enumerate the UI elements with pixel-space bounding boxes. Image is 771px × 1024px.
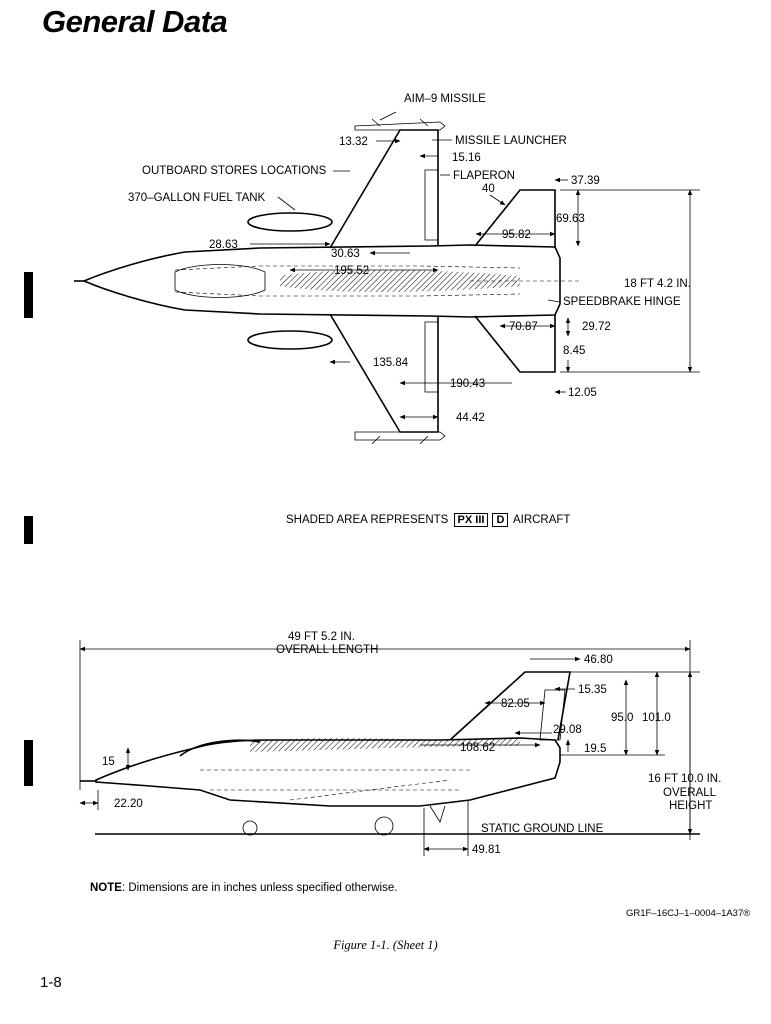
label-height: HEIGHT <box>669 800 712 812</box>
label-length-ft: 49 FT 5.2 IN. <box>288 631 355 643</box>
side-view: 49 FT 5.2 IN. OVERALL LENGTH 16 FT 10.0 … <box>79 631 721 856</box>
plan-hidden-lines <box>174 265 521 297</box>
dim-46-80: 46.80 <box>584 654 613 666</box>
dim-15-16: 15.16 <box>452 152 481 164</box>
registered-mark: ® <box>743 908 751 919</box>
plan-fuselage-outline <box>81 244 561 318</box>
dim-70-87: 70.87 <box>509 321 538 333</box>
dim-49-81: 49.81 <box>472 844 501 856</box>
dim-37-39: 37.39 <box>571 175 600 187</box>
dim-8-45: 8.45 <box>563 345 585 357</box>
change-bar <box>24 272 33 318</box>
label-overall-length: OVERALL LENGTH <box>276 644 378 656</box>
plan-canopy <box>174 264 266 298</box>
figure-caption: Figure 1-1. (Sheet 1) <box>333 938 438 952</box>
dim-13-32: 13.32 <box>339 136 368 148</box>
dim-15: 15 <box>102 756 115 768</box>
page-number: 1-8 <box>40 974 62 991</box>
label-missile-launcher: MISSILE LAUNCHER <box>455 135 567 147</box>
dim-195-52: 195.52 <box>334 265 369 277</box>
shaded-note-suffix: AIRCRAFT <box>512 514 571 526</box>
figure-code: GR1F–16CJ–1–0004–1A37® <box>626 908 750 919</box>
dim-190-43: 190.43 <box>450 378 485 390</box>
plan-stabilizer-upper <box>474 189 556 247</box>
nose-wheel <box>242 820 258 836</box>
note-line: NOTE: Dimensions are in inches unless sp… <box>90 882 397 894</box>
dim-135-84: 135.84 <box>373 357 409 369</box>
label-span: 18 FT 4.2 IN. <box>624 278 691 290</box>
leader-speedbrake <box>547 299 561 303</box>
dim-101-0: 101.0 <box>642 712 671 724</box>
side-fuselage-outline <box>95 737 561 807</box>
aim9-missile-upper <box>354 118 446 131</box>
label-aim9-missile: AIM–9 MISSILE <box>404 93 486 105</box>
label-static-ground-line: STATIC GROUND LINE <box>481 823 604 835</box>
plan-shaded-area <box>280 270 520 292</box>
side-canopy <box>179 739 261 757</box>
shaded-note-prefix: SHADED AREA REPRESENTS <box>286 514 449 526</box>
label-outboard-stores: OUTBOARD STORES LOCATIONS <box>142 165 327 177</box>
dim-15-35: 15.35 <box>578 684 607 696</box>
dim-12-05: 12.05 <box>568 387 597 399</box>
dim-28-63: 28.63 <box>209 239 238 251</box>
dim-44-42: 44.42 <box>456 412 485 424</box>
dim-40: 40 <box>482 183 495 195</box>
figure-code-text: GR1F–16CJ–1–0004–1A37 <box>626 908 744 919</box>
leader-aim9 <box>379 111 397 121</box>
note-text: : Dimensions are in inches unless specif… <box>121 882 398 894</box>
label-height-ft: 16 FT 10.0 IN. <box>648 773 721 785</box>
dim-30-63: 30.63 <box>331 248 360 260</box>
note-label: NOTE <box>90 882 122 894</box>
main-wheel <box>374 816 394 836</box>
leader-fuel-tank <box>277 196 296 211</box>
dim-40-line <box>489 194 506 206</box>
fuel-tank-lower <box>247 330 333 350</box>
label-overall: OVERALL <box>663 787 717 799</box>
ventral-fin <box>429 805 446 823</box>
shaded-note-box-px3: PX III <box>453 513 489 527</box>
fuel-tank-upper <box>247 212 333 232</box>
dim-22-20: 22.20 <box>114 798 143 810</box>
page-title: General Data <box>42 4 228 39</box>
side-shaded-area <box>250 738 520 752</box>
dim-95-0: 95.0 <box>611 712 633 724</box>
dim-69-63: 69.63 <box>556 213 585 225</box>
dim-82-05: 82.05 <box>501 698 530 710</box>
label-fuel-tank: 370–GALLON FUEL TANK <box>128 192 266 204</box>
dim-29-08: 29.08 <box>553 724 582 736</box>
aim9-missile-lower <box>354 431 446 445</box>
plan-stabilizer-lower <box>474 315 556 373</box>
label-speedbrake-hinge: SPEEDBRAKE HINGE <box>563 296 681 308</box>
side-hidden-lines <box>200 769 470 801</box>
dim-95-82: 95.82 <box>502 229 531 241</box>
change-bar <box>24 516 33 544</box>
plan-wing-lower <box>329 313 439 433</box>
flaperons <box>424 169 439 393</box>
label-flaperon: FLAPERON <box>453 170 515 182</box>
plan-view: AIM–9 MISSILE MISSILE LAUNCHER OUTBOARD … <box>74 93 700 445</box>
dim-19-5: 19.5 <box>584 743 606 755</box>
shaded-note-box-d: D <box>492 513 509 527</box>
vertical-tail <box>449 671 571 741</box>
dim-29-72: 29.72 <box>582 321 611 333</box>
change-bar <box>24 740 33 786</box>
dim-108-62: 108.62 <box>460 742 495 754</box>
